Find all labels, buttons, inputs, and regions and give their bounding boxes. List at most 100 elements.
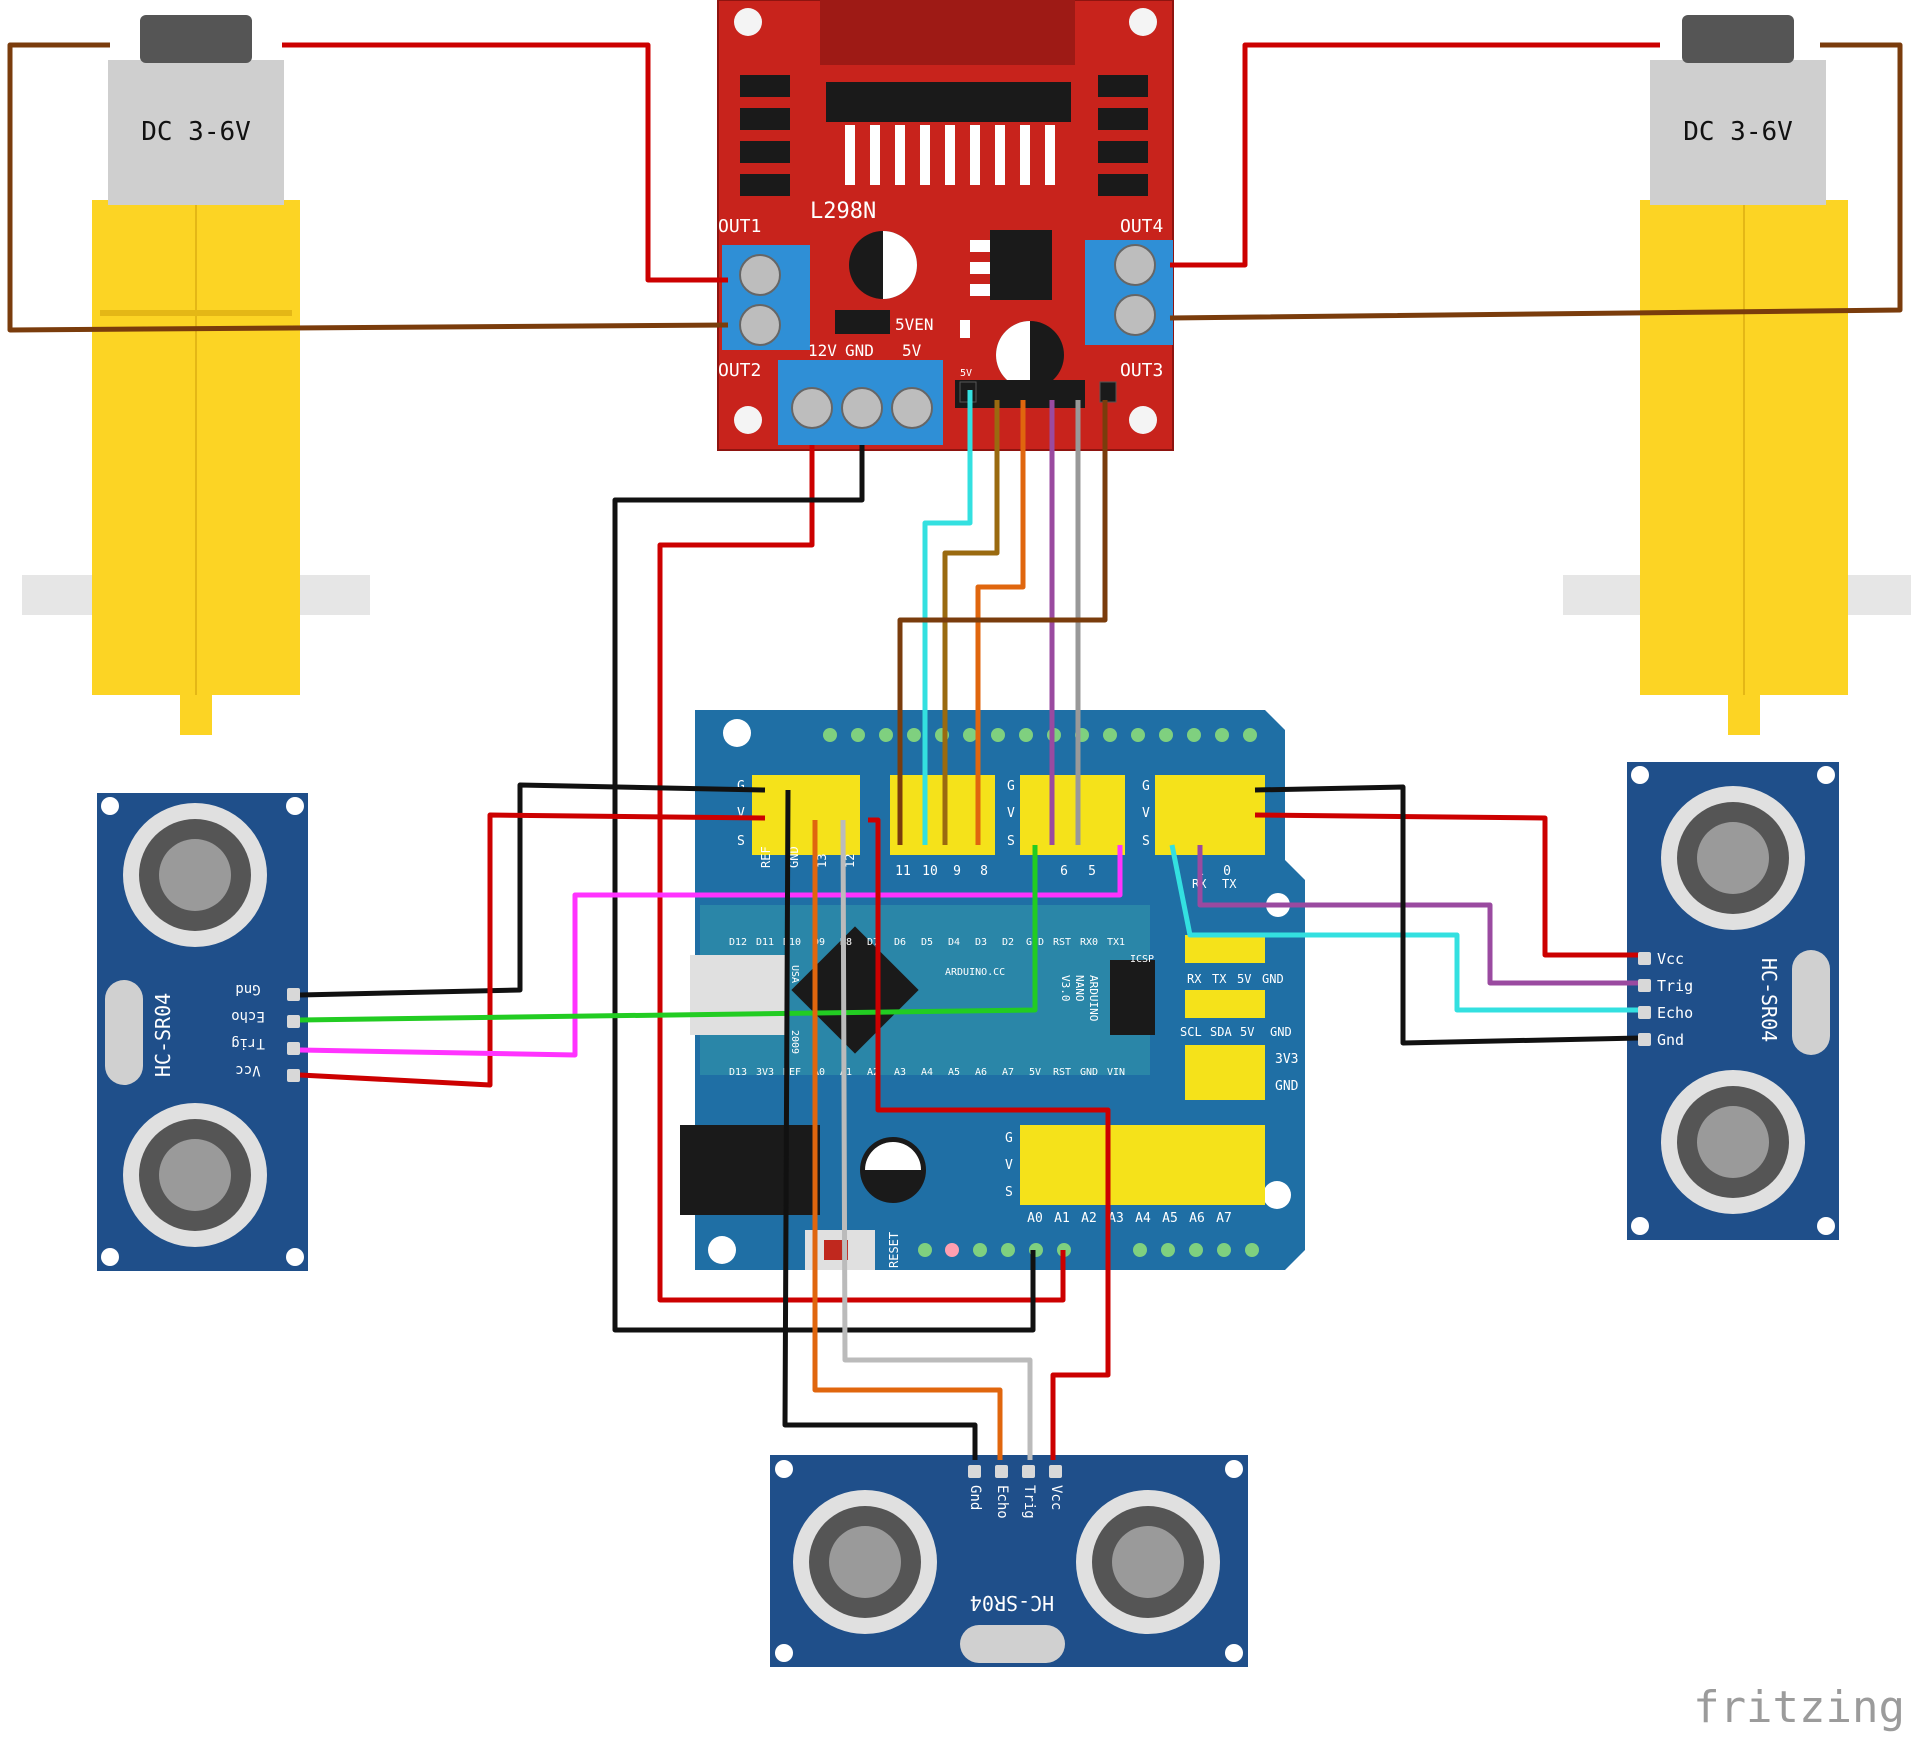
wires	[7, 42, 1903, 1460]
nano-bottom-pin: GND	[1080, 1067, 1098, 1078]
analog-label: A7	[1216, 1211, 1232, 1226]
usa-label: USA	[789, 965, 800, 983]
nano-top-pin: RX0	[1080, 937, 1098, 948]
driver-name: L298N	[810, 199, 876, 224]
year-label: 2009	[789, 1030, 800, 1054]
l298n-driver: L298N 5VEN OUT1 OUT2 OUT4 OUT3 12V GND	[717, 0, 1174, 451]
wire-ctrl-cyan	[922, 390, 973, 845]
header-letter: S	[1007, 834, 1015, 849]
sensor-left: HC-SR04	[97, 793, 308, 1271]
analog-label: A6	[1189, 1211, 1205, 1226]
header-letter: V	[1142, 806, 1150, 821]
sensor-left-pin-label: Trig	[231, 1035, 265, 1051]
sensor-right: HC-SR04	[1627, 762, 1839, 1240]
wire-bottom-gnd	[782, 789, 978, 1460]
sensor-bottom-pin	[1022, 1465, 1035, 1478]
nano-bottom-pin: REF	[783, 1067, 801, 1078]
i2c-label: GND	[1270, 1025, 1292, 1039]
i2c-label: SCL	[1180, 1025, 1202, 1039]
sensor-right-pin-label: Gnd	[1657, 1031, 1684, 1049]
digital-pin-label: 12	[843, 854, 857, 868]
header-letter: V	[1007, 806, 1015, 821]
digital-pin-label: 0	[1223, 864, 1231, 879]
nano-bottom-pin: A2	[867, 1067, 879, 1078]
sensor-left-pin	[287, 1069, 300, 1082]
nano-model: V3.0	[1059, 975, 1072, 1002]
motor-right-label: DC 3-6V	[1683, 117, 1793, 147]
nano-top-pin: D8	[840, 937, 852, 948]
sensor-bottom-pin	[1049, 1465, 1062, 1478]
sensor-left-pin	[287, 1015, 300, 1028]
nano-bottom-pin: 3V3	[756, 1067, 774, 1078]
nano-bottom-pin: A4	[921, 1067, 933, 1078]
sensor-bottom-pin-label: Vcc	[1048, 1485, 1064, 1510]
digital-pin-label: 6	[1060, 864, 1068, 879]
driver-5v: 5V	[902, 341, 922, 360]
wire-right-trig	[1197, 845, 1640, 986]
nano-bottom-pin: A7	[1002, 1067, 1014, 1078]
digital-pin-label: 9	[953, 864, 961, 879]
driver-out4: OUT4	[1120, 216, 1163, 237]
driver-gnd: GND	[845, 341, 874, 360]
digital-pin-label: 8	[980, 864, 988, 879]
sensor-bottom-pin-label: Trig	[1021, 1485, 1037, 1519]
nano-top-pin: D3	[975, 937, 987, 948]
sensor-right-pin-label: Trig	[1657, 977, 1693, 995]
nano-top-pin: TX1	[1107, 937, 1125, 948]
nano-top-pin: D11	[756, 937, 774, 948]
wire-motor-right-brown	[1169, 42, 1903, 321]
sensor-left-pin-label: Gnd	[235, 981, 260, 997]
icsp-label: ICSP	[1130, 954, 1154, 965]
analog-label: A2	[1081, 1211, 1097, 1226]
nano-bottom-pin: RST	[1053, 1067, 1071, 1078]
sensor-right-model: HC-SR04	[1757, 958, 1781, 1042]
nano-bottom-pin: D13	[729, 1067, 747, 1078]
reset-label: RESET	[887, 1232, 901, 1268]
digital-pin-label: REF	[759, 846, 773, 868]
motor-left-label: DC 3-6V	[141, 117, 251, 147]
sensor-right-pin	[1638, 1006, 1651, 1019]
digital-pin-label: 13	[815, 854, 829, 868]
uart-label: GND	[1262, 972, 1284, 986]
header-letter: S	[737, 834, 745, 849]
sensor-bottom-pin-label: Gnd	[967, 1485, 983, 1510]
wire-left-gnd	[299, 782, 766, 998]
driver-12v: 12V	[808, 341, 837, 360]
driver-out1: OUT1	[718, 216, 761, 237]
header-letter: S	[1005, 1185, 1013, 1200]
wire-ctrl-orange	[975, 400, 1026, 845]
sensor-left-pin	[287, 1042, 300, 1055]
fritzing-watermark: fritzing	[1693, 1682, 1905, 1733]
analog-label: A0	[1027, 1211, 1043, 1226]
analog-label: A5	[1162, 1211, 1178, 1226]
nano-bottom-pin: A5	[948, 1067, 960, 1078]
driver-out2: OUT2	[718, 360, 761, 381]
motor-right: DC 3-6V	[1563, 15, 1911, 735]
motor-left: DC 3-6V	[22, 15, 370, 735]
nano-bottom-pin: A6	[975, 1067, 987, 1078]
nano-bottom-pin: A3	[894, 1067, 906, 1078]
wire-right-echo	[1169, 844, 1640, 1013]
nano-bottom-pin: 5V	[1029, 1067, 1041, 1078]
analog-label: A4	[1135, 1211, 1151, 1226]
header-letter: V	[1005, 1158, 1013, 1173]
digital-pin-label: 5	[1088, 864, 1096, 879]
sensor-left-pin	[287, 988, 300, 1001]
i2c-label: SDA	[1210, 1025, 1232, 1039]
sensor-right-pin-label: Vcc	[1657, 950, 1684, 968]
uart-label: 5V	[1237, 972, 1251, 986]
digital-pin-label: GND	[787, 846, 801, 868]
header-letter: G	[737, 779, 745, 794]
header-letter: G	[1005, 1131, 1013, 1146]
nano-top-pin: D4	[948, 937, 960, 948]
sensor-right-pin-label: Echo	[1657, 1004, 1693, 1022]
nano-top-pin: D5	[921, 937, 933, 948]
header-letter: S	[1142, 834, 1150, 849]
nano-model: ARDUINO	[1087, 975, 1100, 1021]
nano-top-pin: D6	[894, 937, 906, 948]
uart-label: TX	[1212, 972, 1227, 986]
wire-right-vcc	[1254, 812, 1640, 958]
